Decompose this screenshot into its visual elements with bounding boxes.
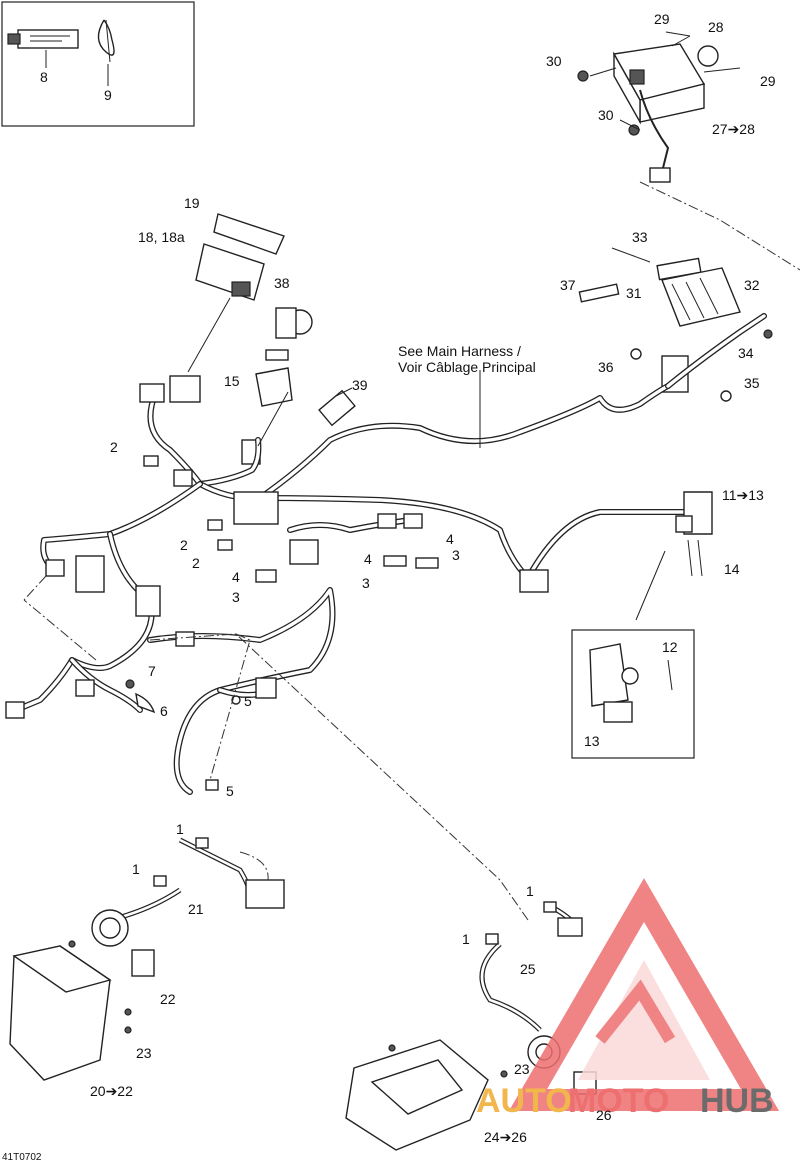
callout-4-left: 4 (232, 569, 240, 585)
callout-6: 6 (160, 703, 168, 719)
callout-23-left: 23 (136, 1045, 152, 1061)
callout-2-mid: 2 (180, 537, 188, 553)
callout-19: 19 (184, 195, 200, 211)
watermark-logo (508, 878, 780, 1111)
callout-11-13: 11➔13 (722, 487, 764, 503)
callout-36: 36 (598, 359, 614, 375)
callout-8: 8 (40, 69, 48, 85)
ignition-assembly (241, 307, 313, 465)
callout-35: 35 (744, 375, 760, 391)
wiring-harness (13, 313, 767, 795)
callout-21: 21 (188, 901, 204, 917)
watermark-moto: MOTO (568, 1082, 669, 1120)
callout-2-top: 2 (110, 439, 118, 455)
callout-14: 14 (724, 561, 740, 577)
callout-5-top: 5 (244, 693, 252, 709)
callout-4-mid: 4 (364, 551, 372, 567)
inset-box (1, 1, 195, 127)
watermark-hub: HUB (700, 1082, 774, 1120)
callout-2-low: 2 (192, 555, 200, 571)
left-headlight (9, 837, 285, 1081)
callout-3-left: 3 (232, 589, 240, 605)
callout-23-right: 23 (514, 1061, 530, 1077)
callout-31: 31 (626, 285, 642, 301)
reference-lines (23, 181, 800, 921)
switch-detail (589, 643, 673, 723)
connector-part-39 (318, 389, 356, 427)
callout-1-right-top: 1 (526, 883, 534, 899)
callout-24-26: 24➔26 (484, 1129, 527, 1145)
callout-1-top: 1 (176, 821, 184, 837)
tube-part-8 (7, 29, 79, 49)
callout-22: 22 (160, 991, 176, 1007)
callout-3-right: 3 (452, 547, 460, 563)
clips (125, 455, 439, 791)
callout-1-left: 1 (132, 861, 140, 877)
callout-29: 29 (654, 11, 670, 27)
callout-25: 25 (520, 961, 536, 977)
gauge-assembly (195, 213, 285, 301)
callout-30-lower: 30 (598, 107, 614, 123)
harness-connectors (5, 375, 549, 719)
callout-3-mid: 3 (362, 575, 370, 591)
callout-26: 26 (596, 1107, 612, 1123)
callout-30: 30 (546, 53, 562, 69)
callout-12: 12 (662, 639, 678, 655)
callout-13: 13 (584, 733, 600, 749)
callout-29-right: 29 (760, 73, 776, 89)
callout-33: 33 (632, 229, 648, 245)
watermark-auto: AUTO (476, 1082, 572, 1120)
handlebar-switch (675, 491, 713, 577)
cable-tie-part-9 (97, 19, 115, 63)
callout-9: 9 (104, 87, 112, 103)
callout-20-22: 20➔22 (90, 1083, 133, 1099)
callout-5-low: 5 (226, 783, 234, 799)
note-line-1: See Main Harness / (398, 343, 521, 359)
callout-4-right: 4 (446, 531, 454, 547)
callout-1-right: 1 (462, 931, 470, 947)
callout-38: 38 (274, 275, 290, 291)
callout-32: 32 (744, 277, 760, 293)
leader-lines (187, 31, 691, 621)
callout-7: 7 (148, 663, 156, 679)
note-line-2: Voir Câblage Principal (398, 359, 536, 375)
callout-28: 28 (708, 19, 724, 35)
figure-code: 41T0702 (2, 1152, 42, 1163)
regulator-assembly (578, 247, 773, 402)
callout-37: 37 (560, 277, 576, 293)
callout-39: 39 (352, 377, 368, 393)
callout-27-28: 27➔28 (712, 121, 755, 137)
callout-18: 18, 18a (138, 229, 185, 245)
callout-34: 34 (738, 345, 754, 361)
callout-15: 15 (224, 373, 240, 389)
